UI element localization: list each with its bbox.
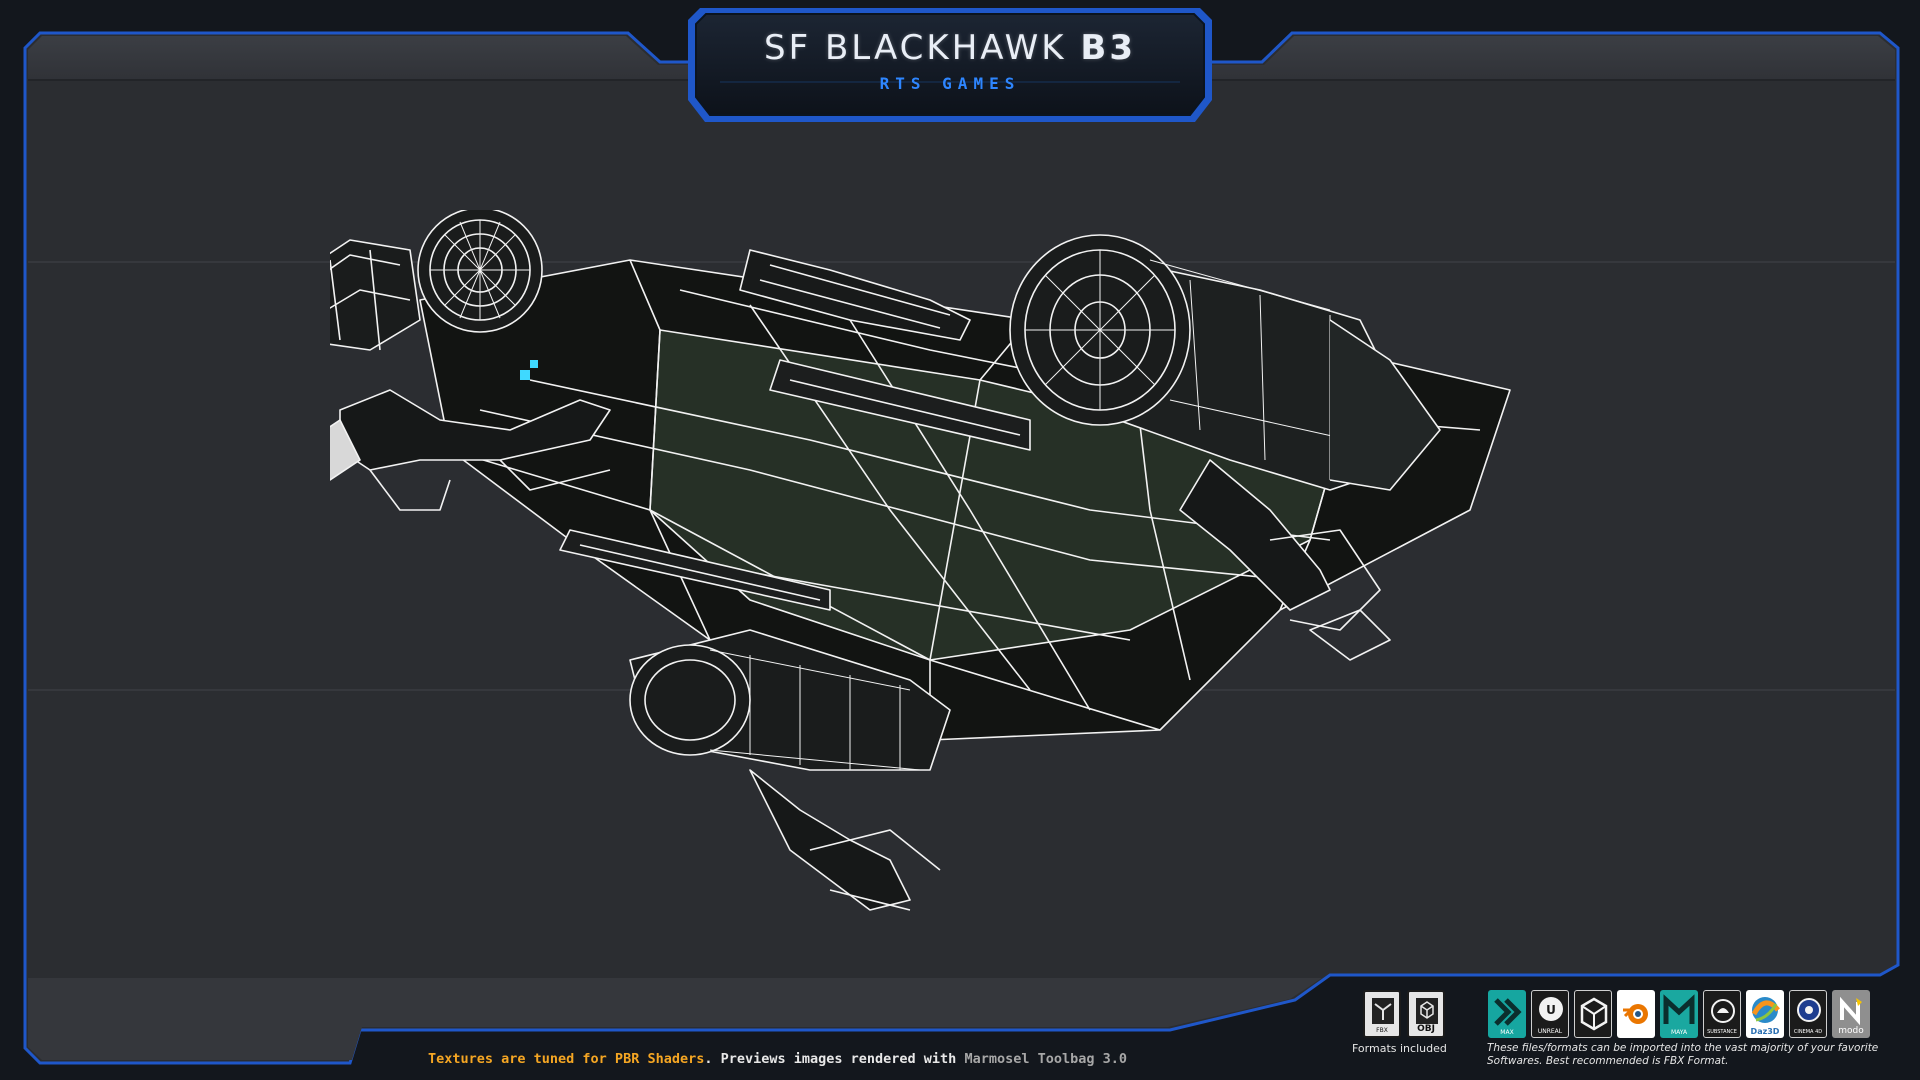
unity-icon [1574,990,1612,1038]
modo-icon: modo [1832,990,1870,1038]
maya-icon: MAYA [1660,990,1698,1038]
fbx-caption: FBX [1376,1027,1388,1034]
spaceship-wireframe-render [330,210,1511,911]
substance-icon: SUBSTANCE [1703,990,1741,1038]
render-note: Textures are tuned for PBR Shaders. Prev… [428,1051,1127,1067]
blender-icon [1617,990,1655,1038]
product-title: SF BLACKHAWK B3 [690,28,1210,68]
modo-caption: modo [1838,1026,1864,1036]
daz3d-icon: Daz3D [1746,990,1784,1038]
formats-label: Formats included [1352,1042,1447,1055]
daz3d-caption: Daz3D [1750,1027,1780,1036]
render-note-pbr: Textures are tuned for PBR Shaders [428,1051,705,1067]
cinema4d-icon: CINEMA 4D [1789,990,1827,1038]
fbx-file-icon: FBX [1363,990,1401,1038]
unreal-caption: UNREAL [1537,1028,1563,1035]
software-compat-label: These files/formats can be imported into… [1487,1042,1879,1067]
3dsmax-caption: MAX [1500,1029,1514,1036]
unreal-icon: U UNREAL [1531,990,1569,1038]
3dsmax-icon: MAX [1488,990,1526,1038]
title-main: SF BLACKHAWK [764,28,1067,68]
substance-caption: SUBSTANCE [1707,1029,1737,1035]
svg-text:U: U [1546,1003,1556,1017]
obj-caption: OBJ [1417,1024,1435,1034]
obj-file-icon: OBJ [1407,990,1445,1038]
render-note-mid: . Previews images rendered with [704,1051,965,1067]
title-variant: B3 [1080,28,1136,68]
maya-caption: MAYA [1670,1029,1688,1036]
render-note-tool: Marmosel Toolbag 3.0 [964,1051,1127,1067]
product-subtitle: RTS GAMES [879,74,1021,93]
cinema4d-caption: CINEMA 4D [1793,1029,1823,1035]
